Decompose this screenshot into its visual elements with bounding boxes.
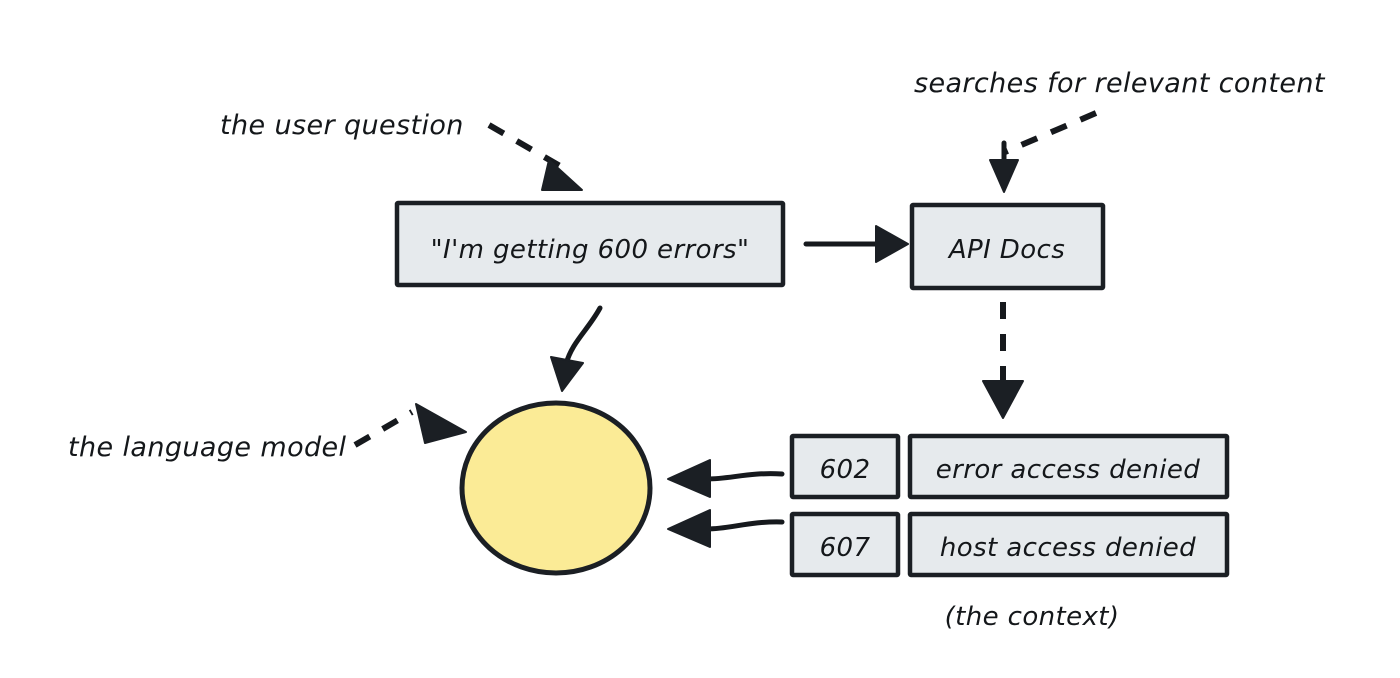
edge-question-to-apidocs-arrowhead	[875, 225, 909, 263]
edge-question-to-apidocs	[803, 225, 909, 263]
user-question-label: the user question	[220, 110, 464, 141]
annotation-searches-for-relevant-content: searches for relevant content	[914, 68, 1326, 193]
context-row-2-code-box	[789, 511, 901, 578]
language-model-pointer-line	[353, 409, 414, 448]
user-question-pointer-arrowhead	[541, 159, 583, 191]
annotation-user-question: the user question	[220, 110, 583, 191]
context-row-1-message: error access denied	[936, 455, 1201, 485]
edge-context-row-1-to-model	[667, 459, 785, 498]
edge-question-to-model-line	[563, 305, 603, 367]
context-row-2-code: 607	[820, 533, 871, 563]
context-row-2[interactable]: 607 host access denied	[789, 511, 1230, 578]
edge-context-row-2-arrowhead	[667, 509, 711, 548]
edge-context-row-1-arrowhead	[667, 459, 711, 498]
edge-question-to-model-arrowhead	[550, 356, 584, 392]
searches-label: searches for relevant content	[914, 68, 1326, 99]
api-docs-box[interactable]: API Docs	[909, 202, 1106, 291]
question-box-label: "I'm getting 600 errors"	[431, 235, 750, 265]
searches-pointer-arrowhead	[989, 159, 1019, 193]
annotation-language-model: the language model	[68, 403, 467, 463]
api-docs-box-shape	[909, 202, 1106, 291]
context-row-2-message: host access denied	[940, 533, 1196, 563]
language-model-pointer-arrowhead	[415, 403, 467, 444]
edge-context-row-2-line	[704, 519, 785, 532]
context-row-1-code: 602	[820, 455, 871, 485]
context-row-1-code-box	[789, 433, 901, 500]
edge-question-to-model	[550, 305, 603, 392]
edge-context-row-2-to-model	[667, 509, 785, 548]
user-question-pointer-line	[487, 122, 562, 169]
api-docs-box-label: API Docs	[947, 235, 1065, 265]
edge-context-row-1-line	[704, 471, 785, 482]
language-model-circle-shape	[459, 400, 653, 576]
context-caption: (the context)	[945, 602, 1120, 632]
context-row-1-message-box	[907, 433, 1230, 500]
question-box-shape	[394, 200, 786, 288]
edge-apidocs-to-context	[982, 302, 1024, 419]
language-model-circle[interactable]	[459, 400, 653, 576]
context-row-2-message-box	[907, 511, 1230, 578]
context-row-1[interactable]: 602 error access denied	[789, 433, 1230, 500]
language-model-label: the language model	[68, 432, 347, 463]
searches-pointer-line	[1003, 110, 1098, 155]
edge-apidocs-to-context-arrowhead	[982, 380, 1024, 419]
question-box[interactable]: "I'm getting 600 errors"	[394, 200, 786, 288]
